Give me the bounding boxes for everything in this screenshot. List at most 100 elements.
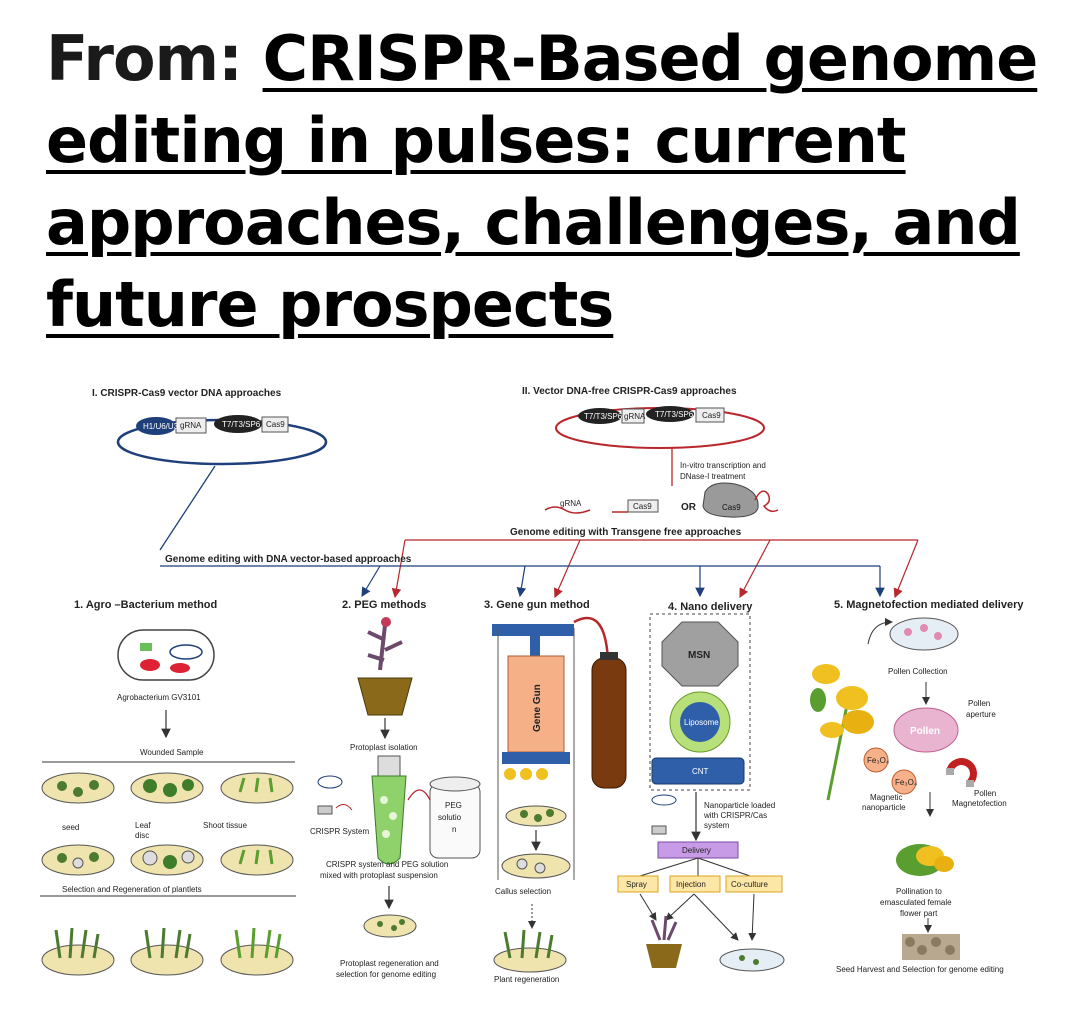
peg-solution-container: PEG solutio n (429, 776, 481, 859)
cas9-label-ii: Cas9 (702, 411, 721, 420)
vector-ii-cassette: T7/T3/SP6 gRNA T7/T3/SP6 Cas9 (578, 406, 725, 424)
cas9-protein-product: Cas9 (702, 482, 779, 518)
callus-selection-label: Callus selection (495, 887, 551, 896)
msn-particle: MSN (661, 621, 739, 687)
pollen-aperture-label-1: Pollen (968, 699, 990, 708)
agro-plantlets-row (41, 927, 294, 976)
svg-text:Pollen: Pollen (910, 726, 940, 737)
t7-label-i: T7/T3/SP6 (222, 420, 261, 429)
article-title-link[interactable]: CRISPR-Based genome editing in pulses: c… (46, 22, 1038, 341)
protoplast-petri (363, 914, 417, 938)
t7-label-ii-a: T7/T3/SP6 (584, 412, 623, 421)
magnet-icon (946, 758, 977, 787)
nano-loaded-label-1: Nanoparticle loaded (704, 801, 775, 810)
grna-label-i: gRNA (180, 421, 202, 430)
magnetic-label-2: nanoparticle (862, 803, 906, 812)
crispr-peg-label-1: CRISPR system and PEG solution (326, 860, 448, 869)
protoplast-tube (371, 755, 407, 865)
method-nano-heading: 4. Nano delivery (668, 601, 753, 613)
pollen-collection-label: Pollen Collection (888, 667, 948, 676)
crispr-system-small (317, 775, 353, 815)
nano-loaded-label-3: system (704, 821, 730, 830)
svg-text:Gene Gun: Gene Gun (532, 684, 543, 732)
callus-petri (501, 853, 571, 879)
or-label: OR (681, 502, 697, 513)
nano-loaded-label-2: with CRISPR/Cas (703, 811, 767, 820)
method-genegun-heading: 3. Gene gun method (484, 599, 590, 611)
vector-i-cassette: H1/U6/U3 gRNA T7/T3/SP6 Cas9 (136, 415, 289, 435)
cnt-particle: CNT (651, 757, 745, 785)
svg-text:gRNA: gRNA (560, 499, 582, 508)
agrobacterium-cell (117, 629, 215, 681)
method-magneto-heading: 5. Magnetofection mediated delivery (834, 599, 1024, 611)
leaf-label-2: disc (135, 831, 149, 840)
crispr-delivery-figure: I. CRISPR-Cas9 vector DNA approaches H1/… (40, 386, 1024, 984)
shoot-label: Shoot tissue (203, 821, 248, 830)
liposome-particle: Liposome (669, 691, 731, 753)
wounded-sample-label: Wounded Sample (140, 748, 204, 757)
nano-result-plant (646, 915, 682, 968)
in-vitro-label-1: In-vitro transcription and (680, 461, 766, 470)
arrow-vector-to-agro (159, 465, 216, 551)
crispr-system-label: CRISPR System (310, 827, 369, 836)
article-title: From: CRISPR-Based genome editing in pul… (46, 18, 1046, 346)
svg-text:n: n (452, 825, 456, 834)
svg-text:Liposome: Liposome (684, 718, 719, 727)
agro-petri-row-2 (41, 844, 294, 876)
nano-result-petri (719, 948, 785, 972)
injection-label: Injection (676, 880, 706, 889)
plant-regen-petri (493, 929, 567, 973)
svg-text:solutio: solutio (438, 813, 462, 822)
coculture-label: Co-culture (731, 880, 768, 889)
magnetic-label-1: Magnetic (870, 793, 902, 802)
protoplast-regen-label-1: Protoplast regeneration and (340, 959, 439, 968)
pollination-flower (896, 844, 954, 876)
agro-strain-label: Agrobacterium GV3101 (117, 693, 201, 702)
method-peg-heading: 2. PEG methods (342, 599, 426, 611)
svg-text:MSN: MSN (688, 650, 710, 661)
dna-vector-label: Genome editing with DNA vector-based app… (165, 554, 412, 565)
spray-label: Spray (626, 880, 647, 889)
agro-petri-row-1 (41, 772, 294, 804)
cas9-label-i: Cas9 (266, 420, 285, 429)
svg-text:CNT: CNT (692, 767, 709, 776)
gene-gun-apparatus: Gene Gun (492, 616, 627, 880)
peg-plant-pot (357, 617, 413, 716)
promoter-label-i: H1/U6/U3 (143, 422, 179, 431)
svg-text:Cas9: Cas9 (633, 502, 652, 511)
svg-text:PEG: PEG (445, 801, 462, 810)
svg-text:Fe₃O₄: Fe₃O₄ (867, 756, 889, 765)
injection-box (669, 875, 721, 893)
svg-text:Fe₃O₄: Fe₃O₄ (895, 778, 917, 787)
seed-harvest-label: Seed Harvest and Selection for genome ed… (836, 965, 1004, 974)
method-agro-heading: 1. Agro –Bacterium method (74, 599, 217, 611)
delivery-label: Delivery (682, 846, 711, 855)
title-prefix: From: (46, 22, 243, 95)
grna-product: gRNA (544, 499, 591, 514)
t7-label-ii-b: T7/T3/SP6 (655, 410, 694, 419)
pollen-collection-petri (889, 617, 959, 651)
pollen-grain: Pollen (893, 707, 959, 753)
pollen-magneto-label-2: Magnetofection (952, 799, 1007, 808)
coculture-box (725, 875, 783, 893)
nano-crispr-system (651, 794, 677, 835)
pollination-label-3: flower part (900, 909, 938, 918)
seed-label: seed (62, 823, 79, 832)
selection-regen-label: Selection and Regeneration of plantlets (62, 885, 202, 894)
cas9-mrna-product: Cas9 (612, 499, 659, 513)
grna-label-ii: gRNA (624, 412, 646, 421)
leaf-label-1: Leaf (135, 821, 151, 830)
in-vitro-label-2: DNase-I treatment (680, 472, 746, 481)
protoplast-regen-label-2: selection for genome editing (336, 970, 436, 979)
pollination-label-2: emasculated female (880, 898, 952, 907)
yellow-flower-sprig (810, 664, 874, 801)
protoplast-isolation-label: Protoplast isolation (350, 743, 418, 752)
spray-box (617, 875, 659, 893)
plant-regen-label: Plant regeneration (494, 975, 559, 984)
nano-panel (649, 613, 751, 791)
transgene-free-label: Genome editing with Transgene free appro… (510, 527, 742, 538)
crispr-peg-label-2: mixed with protoplast suspension (320, 871, 438, 880)
pollen-aperture-label-2: aperture (966, 710, 996, 719)
section-i-label: I. CRISPR-Cas9 vector DNA approaches (92, 388, 282, 399)
pollen-magneto-label-1: Pollen (974, 789, 996, 798)
